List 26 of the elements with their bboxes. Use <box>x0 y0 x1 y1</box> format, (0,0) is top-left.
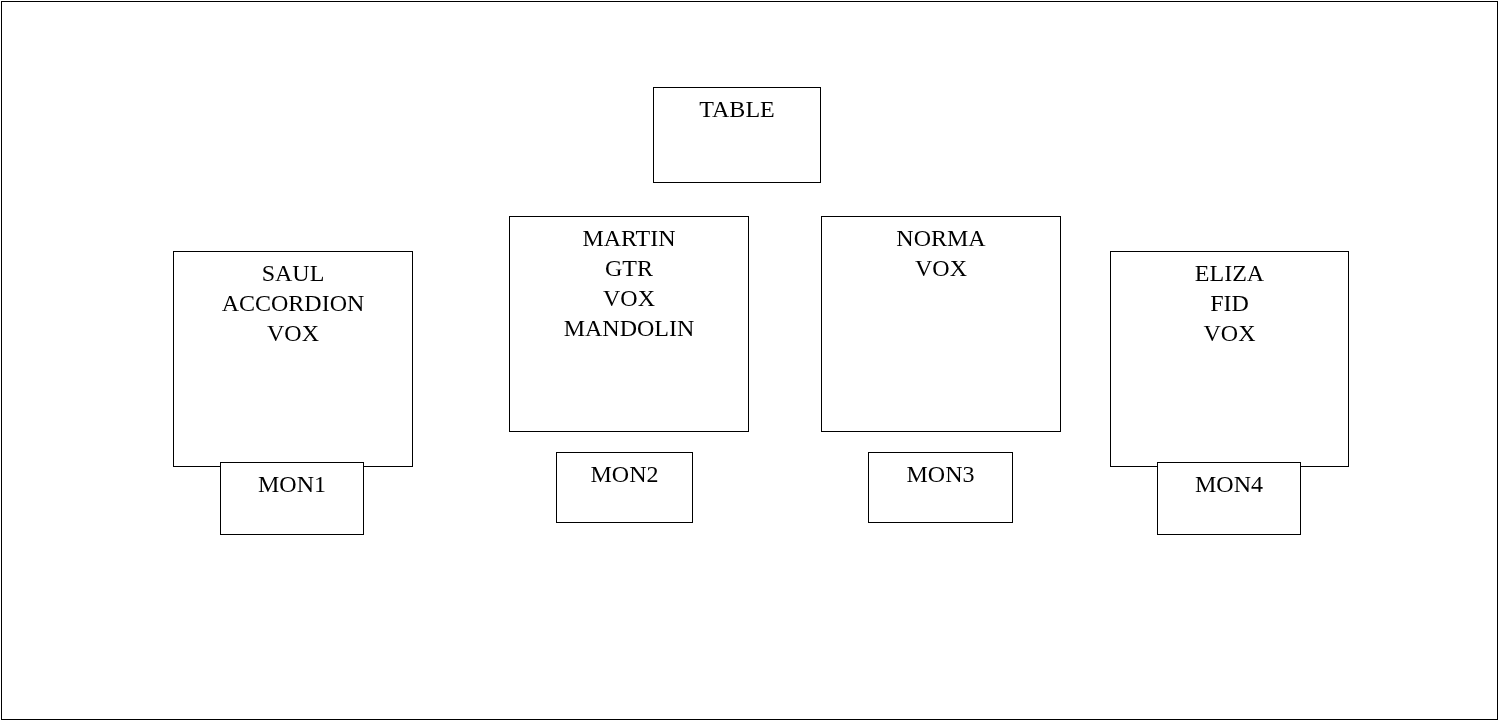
box-label: FID <box>1210 289 1249 318</box>
box-label: GTR <box>605 254 653 283</box>
monitor-box <box>556 452 693 523</box>
performer-box <box>1110 251 1349 467</box>
box-label: MON4 <box>1195 470 1263 499</box>
box-label: ELIZA <box>1194 259 1265 288</box>
monitor-box <box>868 452 1013 523</box>
box-label: NORMA <box>896 224 986 253</box>
performer-box <box>173 251 413 467</box>
performer-box <box>509 216 749 432</box>
box-label: MON2 <box>590 460 659 489</box>
box-label: MARTIN <box>582 224 676 253</box>
performer-box <box>821 216 1061 432</box>
box-label: VOX <box>1203 319 1256 348</box>
box-label: TABLE <box>699 95 775 124</box>
monitor-box <box>220 462 364 535</box>
box-label: VOX <box>915 254 967 283</box>
box-label: SAUL <box>261 259 325 288</box>
table-box <box>653 87 821 183</box>
monitor-box <box>1157 462 1301 535</box>
box-label: VOX <box>603 284 655 313</box>
box-label: VOX <box>267 319 319 348</box>
box-label: MANDOLIN <box>563 314 695 343</box>
box-label: ACCORDION <box>221 289 365 318</box>
box-label: MON1 <box>258 470 326 499</box>
box-label: MON3 <box>906 460 975 489</box>
